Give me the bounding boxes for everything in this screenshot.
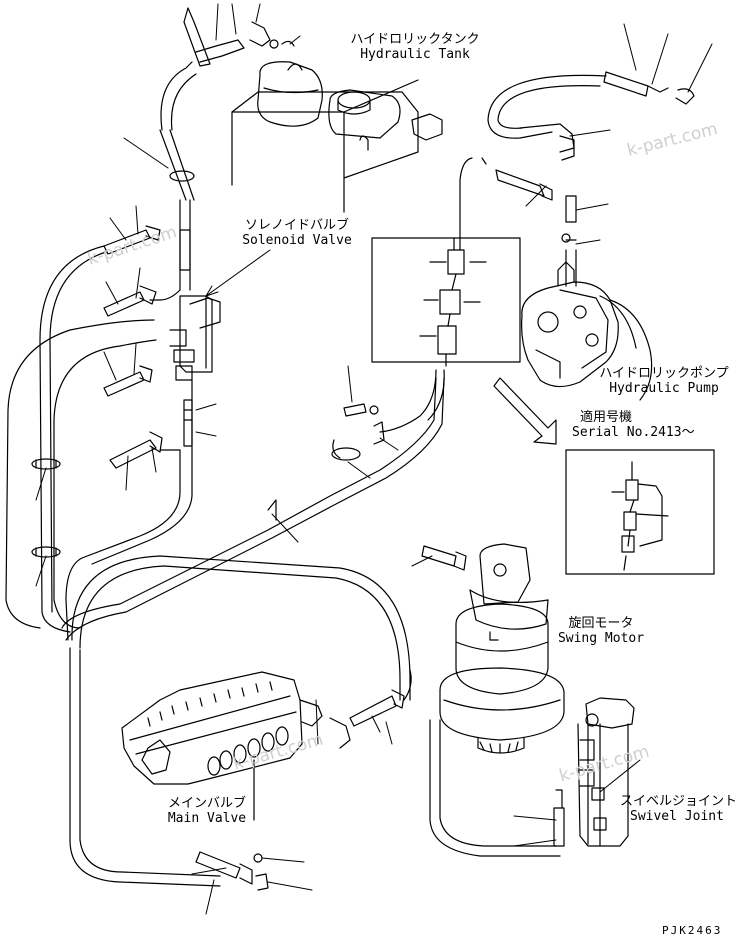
serial-detail-box	[566, 450, 714, 574]
pump-hoses	[380, 72, 694, 432]
leader-lines	[36, 4, 712, 914]
fitting-detail-box	[372, 238, 520, 366]
left-fittings	[104, 226, 162, 468]
main-valve-label: メインバルブ Main Valve	[167, 796, 247, 826]
solenoid-valve-drawing	[170, 296, 220, 446]
hydraulic-pump-drawing	[522, 262, 652, 400]
swing-motor-drawing	[440, 544, 564, 753]
hydraulic-tank-label: ハイドロリックタンク Hydraulic Tank	[350, 32, 480, 62]
hydraulic-tank-drawing	[232, 62, 442, 212]
small-fittings	[270, 40, 570, 242]
left-loop-hoses	[6, 246, 192, 640]
drawing-code: PJK2463	[662, 924, 723, 937]
central-hose	[62, 378, 444, 640]
solenoid-valve-label: ソレノイドバルブ Solenoid Valve	[242, 218, 352, 248]
swivel-joint-label: スイベルジョイント Swivel Joint	[620, 794, 738, 824]
hydraulic-pump-label: ハイドロリックポンプ Hydraulic Pump	[599, 366, 729, 396]
lower-loop-hose	[70, 556, 560, 886]
serial-arrow	[494, 378, 556, 444]
swivel-joint-drawing	[554, 698, 634, 846]
main-valve-drawing	[122, 670, 411, 890]
swing-motor-label: 旋回モータ Swing Motor	[557, 616, 645, 646]
upper-hose-left	[160, 8, 294, 290]
serial-number-label: 適用号機 Serial No.2413～	[572, 410, 695, 440]
swing-motor-fitting	[422, 546, 466, 570]
